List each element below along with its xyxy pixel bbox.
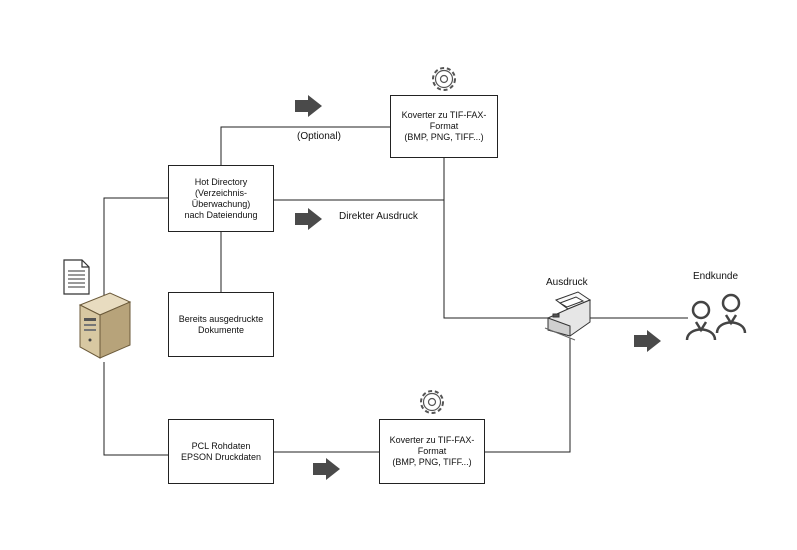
gear-icon (420, 390, 444, 414)
arrow-right-icon (634, 330, 661, 352)
document-icon (63, 259, 90, 295)
pcl-data-box: PCL Rohdaten EPSON Druckdaten (168, 419, 274, 484)
users-icon (685, 293, 747, 341)
direct-print-label: Direkter Ausdruck (339, 211, 418, 222)
printout-label: Ausdruck (546, 277, 588, 288)
connector-server-hot (103, 197, 168, 295)
connector-server-pcl (103, 362, 168, 456)
arrow-right-icon (313, 458, 340, 480)
pcl-data-text: PCL Rohdaten EPSON Druckdaten (180, 440, 262, 462)
arrow-right-icon (295, 208, 322, 230)
server-icon (78, 292, 132, 359)
converter-bottom-box: Koverter zu TIF-FAX- Format (BMP, PNG, T… (379, 419, 485, 484)
hot-directory-text: Hot Directory (Verzeichnis- Überwachung)… (184, 176, 258, 220)
printed-documents-box: Bereits ausgedruckte Dokumente (168, 292, 274, 357)
converter-bottom-text: Koverter zu TIF-FAX- Format (BMP, PNG, T… (389, 435, 475, 467)
printed-documents-text: Bereits ausgedruckte Dokumente (178, 313, 264, 335)
arrow-right-icon (295, 95, 322, 117)
printer-icon (544, 291, 592, 341)
hot-directory-box: Hot Directory (Verzeichnis- Überwachung)… (168, 165, 274, 232)
converter-top-box: Koverter zu TIF-FAX- Format (BMP, PNG, T… (390, 95, 498, 158)
connector-hot-converter-top (220, 126, 390, 165)
end-customer-label: Endkunde (693, 271, 739, 282)
connector-converter-top-printer (443, 158, 548, 319)
optional-label: (Optional) (297, 131, 341, 142)
gear-icon (432, 67, 456, 91)
connector-converter-bottom-printer (484, 338, 571, 453)
converter-top-text: Koverter zu TIF-FAX- Format (BMP, PNG, T… (401, 110, 487, 142)
